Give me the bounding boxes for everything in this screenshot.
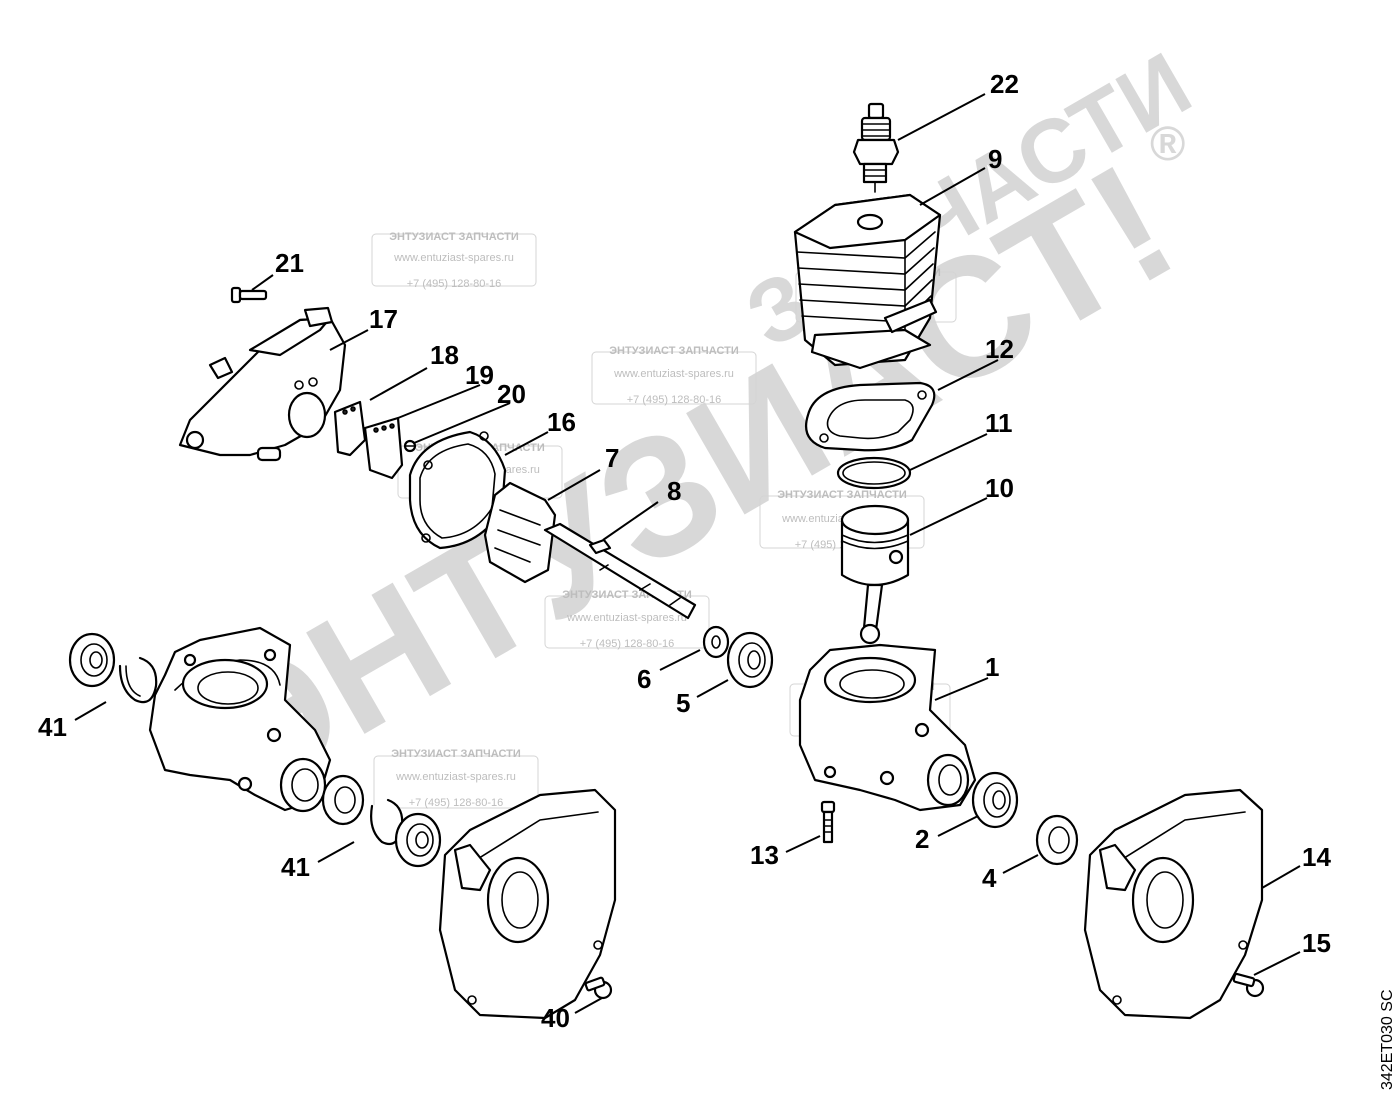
callout-11: 11	[985, 408, 1013, 438]
stamp-phone: +7 (495) 128-80-16	[580, 638, 674, 650]
callout-19: 19	[465, 360, 494, 390]
stamp-6: ЭНТУЗИАСТ ЗАПЧАСТИ www.entuziast-spares.…	[373, 748, 539, 809]
part-washer	[702, 625, 730, 659]
callout-13: 13	[750, 840, 779, 870]
callout-1: 1	[985, 652, 999, 682]
part-bearing-41-left	[68, 632, 116, 688]
part-seal-4	[1035, 814, 1079, 866]
callout-2: 2	[915, 824, 929, 854]
watermark-brand-big: ЭНТУЗИАСТ!	[174, 128, 1204, 832]
part-piston-ring	[836, 456, 912, 490]
callout-5: 5	[676, 688, 690, 718]
stamp-title: ЭНТУЗИАСТ ЗАПЧАСТИ	[391, 748, 521, 760]
part-crankcase-left	[148, 626, 332, 813]
watermark-registered-mark: ®	[1150, 118, 1185, 171]
part-bearing-41-bottom	[394, 812, 442, 868]
stamp-title: ЭНТУЗИАСТ ЗАПЧАСТИ	[609, 345, 739, 357]
stamp-url: www.entuziast-spares.ru	[613, 368, 734, 380]
callout-41-bottom: 41	[281, 852, 310, 882]
leader-lines	[74, 93, 1301, 1014]
stamp-url: www.entuziast-spares.ru	[566, 612, 687, 624]
callout-9: 9	[988, 144, 1002, 174]
part-seal-41	[321, 774, 365, 826]
callout-labels: 22 9 12 11 10 21 17 18 19 20 16 7 8 6 5 …	[38, 69, 1331, 1033]
part-cylinder-gasket	[804, 381, 936, 452]
part-circlip-41-left	[118, 656, 158, 704]
part-screw-20	[403, 439, 417, 453]
part-housing-gasket	[408, 430, 507, 550]
stamp-url: www.entuziast-spares.ru	[395, 771, 516, 783]
part-plate-19	[363, 416, 404, 480]
stamp-title: ЭНТУЗИАСТ ЗАПЧАСТИ	[389, 231, 519, 243]
part-cylinder	[793, 193, 942, 370]
callout-20: 20	[497, 379, 526, 409]
stamp-phone: +7 (495) 128-80-16	[409, 797, 503, 809]
callout-15: 15	[1302, 928, 1331, 958]
part-fan-housing-left	[438, 788, 617, 1020]
callout-6: 6	[637, 664, 651, 694]
part-screw-21	[230, 286, 268, 304]
stamp-url: www.entuziast-spares.ru	[393, 252, 514, 264]
callout-22: 22	[990, 69, 1019, 99]
callout-7: 7	[605, 443, 619, 473]
stamp-1: ЭНТУЗИАСТ ЗАПЧАСТИ www.entuziast-spares.…	[371, 231, 537, 290]
part-key	[588, 538, 612, 555]
stamp-phone: +7 (495) 128-80-16	[627, 394, 721, 406]
callout-21: 21	[275, 248, 304, 278]
callout-10: 10	[985, 473, 1014, 503]
diagram-code: 342ET030 SC	[1379, 989, 1396, 1090]
part-plate-18	[333, 400, 367, 457]
callout-14: 14	[1302, 842, 1331, 872]
callout-16: 16	[547, 407, 576, 437]
part-piston	[840, 504, 910, 645]
part-crankcase-right	[798, 643, 977, 812]
callout-40: 40	[541, 1003, 570, 1033]
callout-18: 18	[430, 340, 459, 370]
part-bearing-2	[971, 771, 1019, 829]
part-crankshaft	[483, 481, 697, 620]
stamp-title: ЭНТУЗИАСТ ЗАПЧАСТИ	[777, 489, 907, 501]
callout-8: 8	[667, 476, 681, 506]
part-spark-plug	[852, 102, 900, 193]
part-screw-15	[1232, 972, 1265, 998]
part-bearing-5	[726, 631, 774, 689]
stamp-2: ЭНТУЗИАСТ ЗАПЧАСТИ www.entuziast-spares.…	[591, 345, 757, 406]
callout-4: 4	[982, 863, 997, 893]
part-ignition-housing	[178, 306, 347, 462]
stamp-phone: +7 (495) 128-80-16	[407, 278, 501, 290]
callout-41-top: 41	[38, 712, 67, 742]
callout-12: 12	[985, 334, 1014, 364]
part-screw-40	[584, 976, 613, 1000]
part-fan-housing-right	[1083, 788, 1264, 1020]
part-screw-13	[820, 800, 836, 844]
callout-17: 17	[369, 304, 398, 334]
